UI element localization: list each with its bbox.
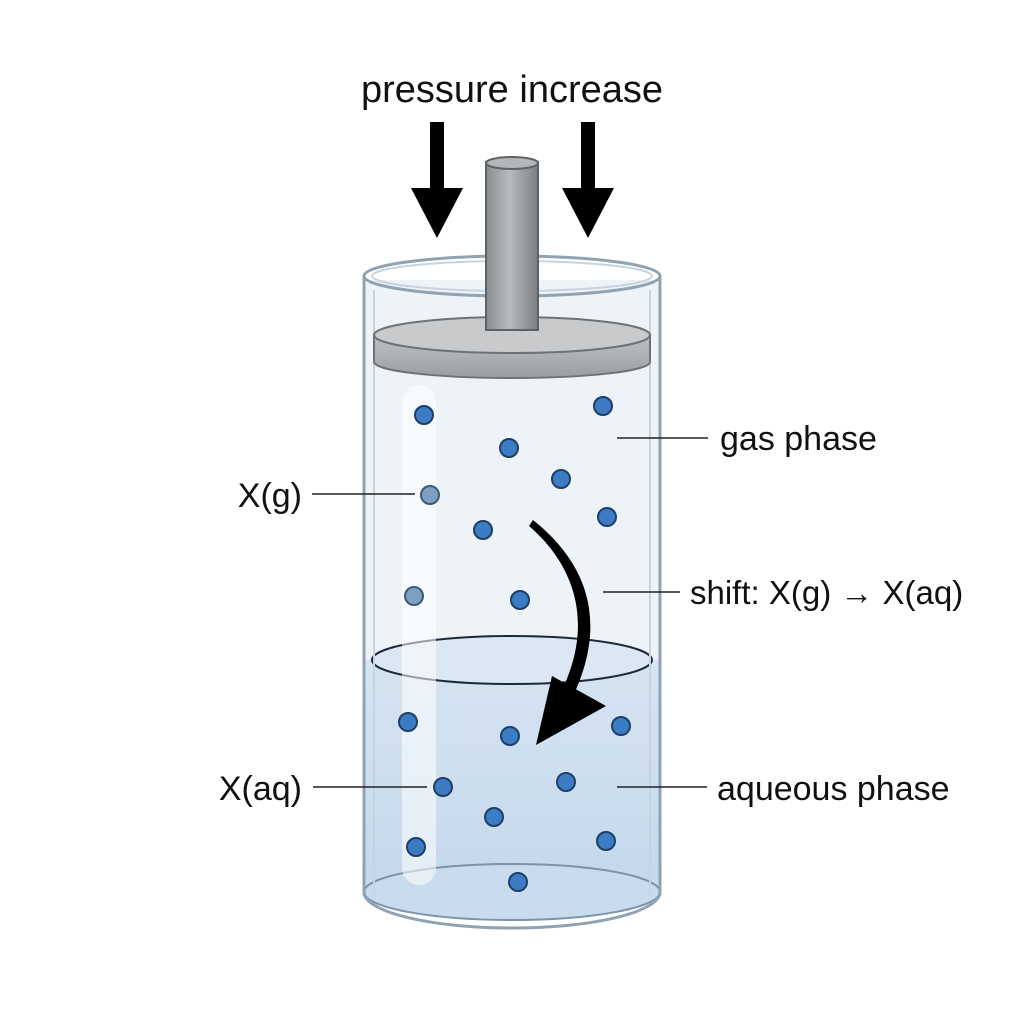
gas-molecule xyxy=(510,590,530,610)
aqueous-molecule xyxy=(398,712,418,732)
pressure-increase-title: pressure increase xyxy=(361,69,663,111)
shift-arrow-icon xyxy=(529,520,606,745)
piston xyxy=(373,316,651,379)
x-aq-label: X(aq) xyxy=(219,770,302,808)
pressure-arrow-left-icon xyxy=(411,122,463,238)
aqueous-molecule xyxy=(596,831,616,851)
aqueous-molecule xyxy=(611,716,631,736)
gas-molecule xyxy=(414,405,434,425)
piston-rod xyxy=(485,156,539,331)
gas-molecule xyxy=(593,396,613,416)
aqueous-molecule xyxy=(433,777,453,797)
aqueous-molecule xyxy=(406,837,426,857)
gas-molecule xyxy=(404,586,424,606)
aqueous-molecule xyxy=(556,772,576,792)
aqueous-molecule xyxy=(508,872,528,892)
gas-molecule xyxy=(420,485,440,505)
gas-molecules xyxy=(404,396,617,610)
pressure-arrow-right-icon xyxy=(562,122,614,238)
gas-molecule xyxy=(597,507,617,527)
gas-molecule xyxy=(551,469,571,489)
x-gas-label: X(g) xyxy=(238,477,302,515)
gas-molecule xyxy=(499,438,519,458)
aqueous-molecules xyxy=(398,712,631,892)
aqueous-phase-label: aqueous phase xyxy=(717,770,950,808)
aqueous-molecule xyxy=(500,726,520,746)
leader-lines xyxy=(312,437,708,788)
shift-label: shift: X(g) → X(aq) xyxy=(690,574,963,611)
gas-molecule xyxy=(473,520,493,540)
aqueous-molecule xyxy=(484,807,504,827)
gas-phase-label: gas phase xyxy=(720,420,877,458)
